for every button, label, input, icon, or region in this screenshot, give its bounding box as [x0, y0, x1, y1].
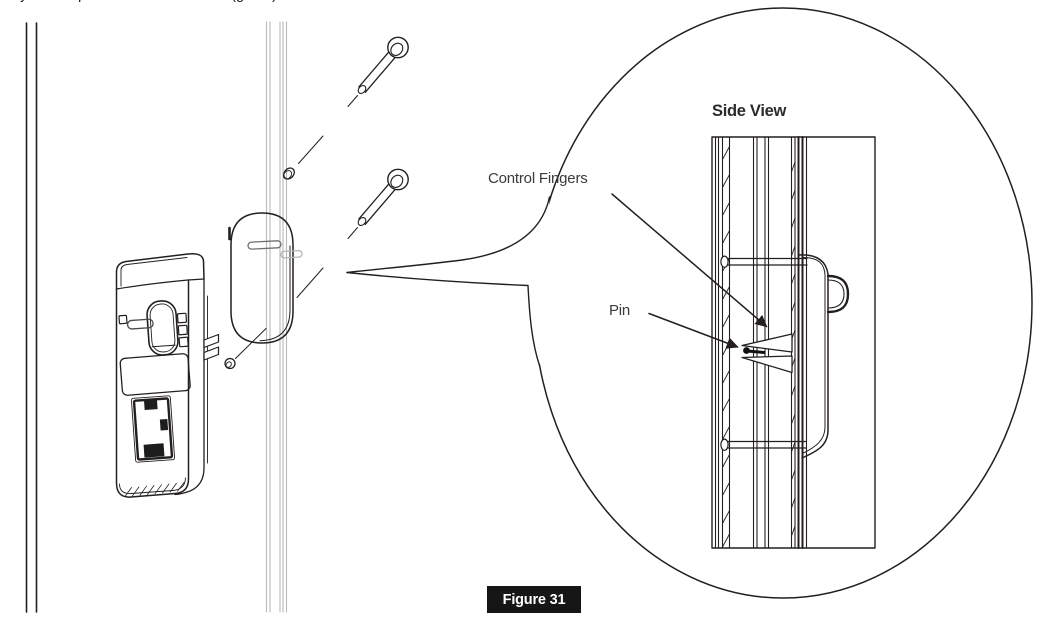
- door-stile-lines: [265, 21, 288, 613]
- screw-hole: [283, 167, 295, 180]
- side-view-inset: [711, 136, 876, 549]
- device-top-cap: [115, 253, 205, 290]
- mounting-screw-upper: [298, 36, 409, 164]
- pin-arrow: [648, 312, 739, 349]
- side-view-frame: [711, 136, 876, 549]
- device-thumbturn-lever: [146, 300, 179, 356]
- device-label-panel: [119, 353, 191, 396]
- clipped-text-fragment: p: [78, 0, 86, 2]
- device-bottom-band: [119, 477, 186, 494]
- device-left-controls: [118, 314, 154, 330]
- balloon-tail-fill: [347, 197, 550, 366]
- device-right-side: [174, 278, 205, 496]
- balloon-tail-outline: [346, 271, 541, 367]
- lever-bump-inner: [827, 279, 845, 309]
- plate-slot-upper: [247, 240, 282, 250]
- clipped-text-fragment: (g: [231, 0, 244, 2]
- magnifier-balloon: [346, 7, 1033, 599]
- device-front-face: [115, 279, 190, 498]
- exit-device-drawing: [115, 253, 220, 498]
- pin-leader-line: [235, 328, 267, 359]
- lever-bump: [826, 274, 850, 314]
- latch-dark-detail: [159, 418, 169, 431]
- mounting-plate-oval: [228, 212, 294, 344]
- clipped-text-fragment: ): [272, 0, 277, 2]
- device-key-slot: [126, 318, 154, 330]
- device-mounting-prongs: [203, 333, 220, 361]
- hatch-marks-right-rail: [791, 161, 796, 537]
- device-small-button: [118, 314, 128, 325]
- device-button-stack: [176, 312, 189, 348]
- device-latch-window: [130, 395, 176, 463]
- latch-dark-detail: [143, 399, 158, 411]
- hatch-marks-left-rail: [722, 146, 730, 548]
- control-fingers-arrow: [611, 193, 768, 328]
- device-bottom-hatch-marks: [124, 482, 185, 497]
- mounting-screw-lower: [296, 168, 409, 298]
- control-finger-lower: [741, 355, 793, 374]
- clipped-paragraph-fragments: y p (g ): [0, 0, 420, 6]
- balloon-tail-outline: [346, 196, 551, 274]
- door-frame-lines: [25, 22, 38, 613]
- cross-bar-upper: [720, 255, 809, 268]
- device-top-cap-echo: [120, 257, 188, 287]
- figure-caption-badge: Figure 31: [487, 586, 581, 613]
- pin-detail: [743, 347, 766, 354]
- device-top-cap-front-edge: [115, 278, 205, 290]
- device-side-profile: [798, 254, 850, 459]
- clipped-text-fragment: y: [20, 0, 28, 2]
- figure-caption-text: Figure 31: [502, 591, 566, 608]
- control-finger-upper: [741, 333, 793, 353]
- retaining-pin-screw: [224, 328, 267, 370]
- cross-bar-lower: [720, 438, 807, 451]
- control-fingers-label: Control Fingers: [488, 170, 588, 187]
- screw-axis-line: [298, 95, 358, 164]
- plate-slot-lower: [280, 249, 303, 259]
- side-view-title: Side View: [712, 102, 787, 120]
- latch-dark-detail: [143, 443, 165, 458]
- screw-axis-line: [296, 227, 358, 298]
- pin-label: Pin: [609, 302, 631, 319]
